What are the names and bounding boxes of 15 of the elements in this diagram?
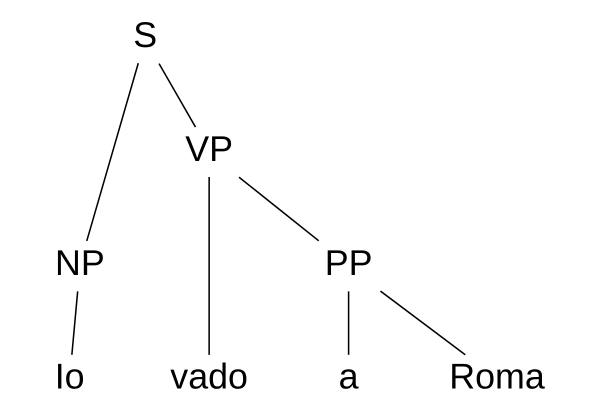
connector xyxy=(70,291,78,355)
node-text: VP xyxy=(184,128,233,169)
node-text: S xyxy=(132,15,157,56)
connector xyxy=(347,291,349,355)
connector xyxy=(238,176,319,242)
connector xyxy=(86,62,139,242)
node-text: a xyxy=(338,356,358,397)
node-text: PP xyxy=(324,242,372,283)
connector xyxy=(158,63,196,128)
node-text: Roma xyxy=(448,356,544,397)
node-text: vado xyxy=(170,356,248,397)
node-text: Io xyxy=(54,356,84,397)
connector xyxy=(379,290,466,356)
connector xyxy=(208,177,210,355)
node-text: NP xyxy=(54,242,104,283)
